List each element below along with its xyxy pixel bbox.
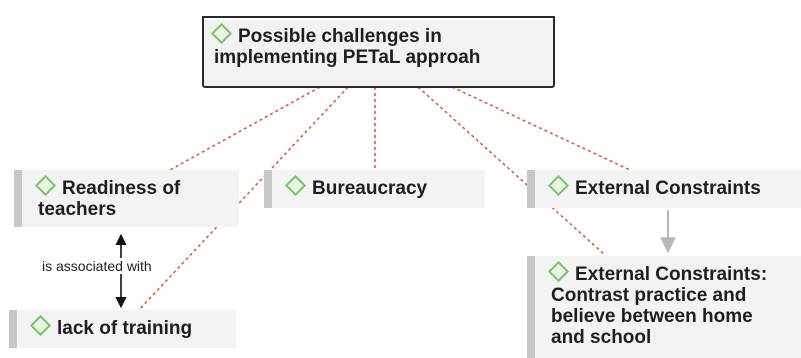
node-bureaucracy[interactable]: Bureaucracy (264, 170, 485, 208)
root-node-top-bar (202, 16, 555, 20)
diamond-icon (547, 260, 570, 283)
association-label: is associated with (40, 258, 154, 274)
diamond-icon (29, 314, 52, 337)
node-label: External Constraints: Contrast practice … (551, 264, 768, 348)
node-label: Readiness of teachers (38, 178, 181, 220)
node-external-constraints-detail[interactable]: External Constraints: Contrast practice … (527, 256, 801, 358)
diamond-icon (210, 22, 233, 45)
diamond-icon (34, 174, 57, 197)
node-external-constraints[interactable]: External Constraints (527, 170, 801, 208)
diamond-icon (284, 174, 307, 197)
diamond-icon (547, 174, 570, 197)
root-node-label: Possible challenges in implementing PETa… (214, 26, 481, 68)
node-label: External Constraints (575, 178, 761, 199)
node-label: Bureaucracy (312, 178, 428, 199)
node-lack-of-training[interactable]: lack of training (9, 310, 236, 348)
link-root-external (451, 86, 631, 171)
link-root-readiness (169, 86, 321, 171)
node-label: lack of training (57, 318, 193, 339)
root-node[interactable]: Possible challenges in implementing PETa… (202, 16, 555, 88)
node-readiness-of-teachers[interactable]: Readiness of teachers (14, 170, 239, 227)
